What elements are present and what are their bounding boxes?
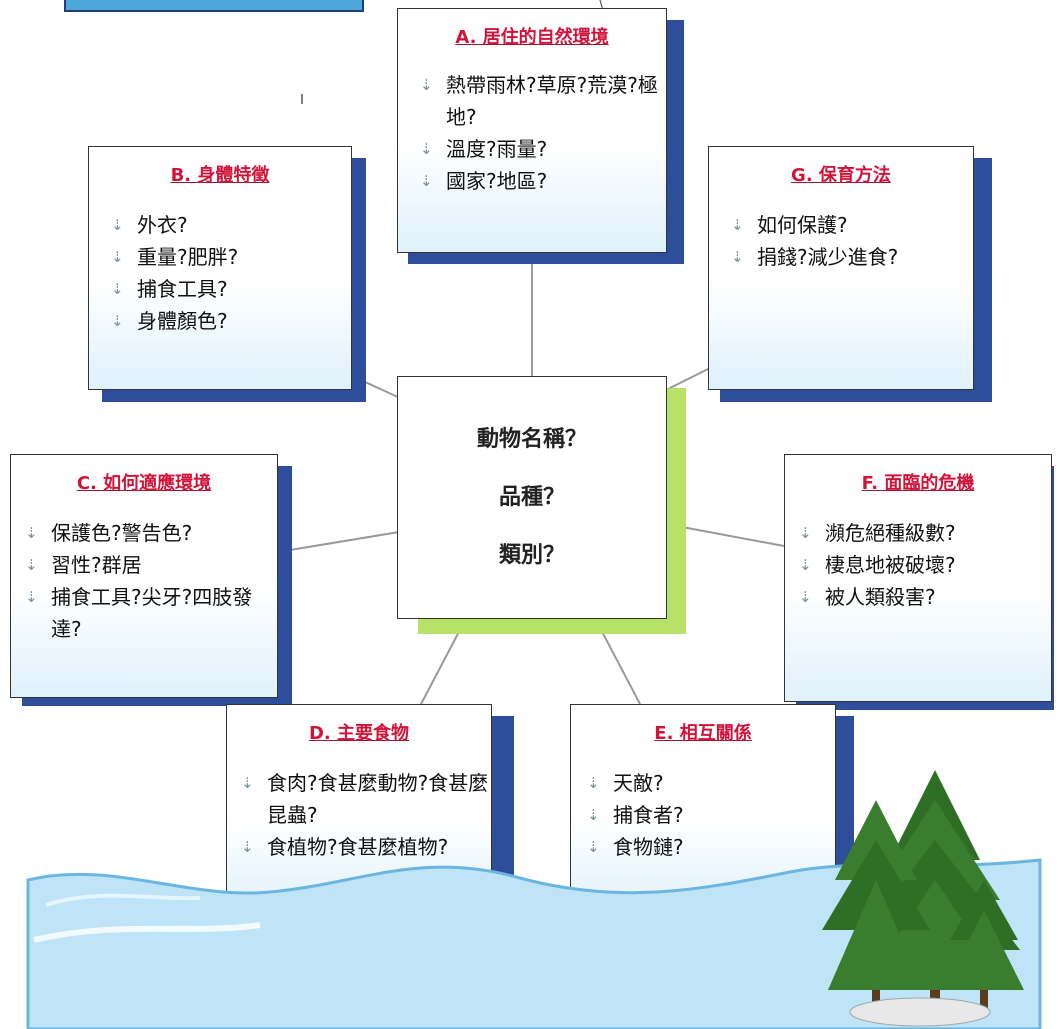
top-banner-fragment: [64, 0, 364, 12]
arrow-down-bullet-icon: ⇣: [241, 838, 254, 856]
arrow-down-bullet-icon: ⇣: [799, 556, 812, 574]
box-habitat: A. 居住的自然環境 ⇣熱帶雨林?草原?荒漠?極地? ⇣溫度?雨量? ⇣國家?地…: [397, 8, 667, 253]
connector-e: [597, 623, 641, 705]
arrow-down-bullet-icon: ⇣: [731, 248, 744, 266]
arrow-down-bullet-icon: ⇣: [111, 248, 124, 266]
arrow-down-bullet-icon: ⇣: [111, 280, 124, 298]
box-body-features-list: ⇣外衣? ⇣重量?肥胖? ⇣捕食工具? ⇣身體顏色?: [89, 209, 351, 337]
list-item: ⇣保護色?警告色?: [25, 517, 277, 549]
box-threats-list: ⇣瀕危絕種級數? ⇣棲息地被破壞? ⇣被人類殺害?: [785, 517, 1051, 613]
list-item: ⇣食肉?食甚麼動物?食甚麼昆蟲?: [241, 767, 491, 831]
box-food: D. 主要食物 ⇣食肉?食甚麼動物?食甚麼昆蟲? ⇣食植物?食甚麼植物?: [226, 704, 492, 914]
box-adaptation: C. 如何適應環境 ⇣保護色?警告色? ⇣習性?群居 ⇣捕食工具?尖牙?四肢發達…: [10, 454, 278, 698]
box-habitat-title: A. 居住的自然環境: [455, 27, 609, 48]
list-item: ⇣捕食工具?: [111, 273, 351, 305]
arrow-down-bullet-icon: ⇣: [25, 588, 38, 606]
list-item: ⇣習性?群居: [25, 549, 277, 581]
list-item: ⇣捕食工具?尖牙?四肢發達?: [25, 581, 277, 645]
arrow-down-bullet-icon: ⇣: [799, 524, 812, 542]
list-item: ⇣瀕危絕種級數?: [799, 517, 1051, 549]
list-item: ⇣溫度?雨量?: [420, 133, 666, 165]
list-item: ⇣食植物?食甚麼植物?: [241, 831, 491, 863]
box-conservation-list: ⇣如何保護? ⇣捐錢?減少進食?: [709, 209, 973, 273]
arrow-down-bullet-icon: ⇣: [25, 556, 38, 574]
list-item: ⇣捕食者?: [587, 799, 835, 831]
box-habitat-list: ⇣熱帶雨林?草原?荒漠?極地? ⇣溫度?雨量? ⇣國家?地區?: [398, 69, 666, 197]
arrow-down-bullet-icon: ⇣: [111, 312, 124, 330]
box-body-features: B. 身體特徵 ⇣外衣? ⇣重量?肥胖? ⇣捕食工具? ⇣身體顏色?: [88, 146, 352, 390]
box-food-list: ⇣食肉?食甚麼動物?食甚麼昆蟲? ⇣食植物?食甚麼植物?: [227, 767, 491, 863]
box-food-title: D. 主要食物: [308, 723, 410, 744]
center-line-class: 類別？: [498, 543, 565, 568]
arrow-down-bullet-icon: ⇣: [799, 588, 812, 606]
arrow-down-bullet-icon: ⇣: [587, 838, 600, 856]
list-item: ⇣身體顏色?: [111, 305, 351, 337]
arrow-down-bullet-icon: ⇣: [25, 524, 38, 542]
box-adaptation-title: C. 如何適應環境: [76, 473, 212, 494]
arrow-down-bullet-icon: ⇣: [420, 76, 433, 94]
list-item: ⇣外衣?: [111, 209, 351, 241]
box-threats: F. 面臨的危機 ⇣瀕危絕種級數? ⇣棲息地被破壞? ⇣被人類殺害?: [784, 454, 1052, 702]
list-item: ⇣重量?肥胖?: [111, 241, 351, 273]
box-relations-list: ⇣天敵? ⇣捕食者? ⇣食物鏈?: [571, 767, 835, 863]
center-line-name: 動物名稱？: [476, 427, 587, 452]
box-adaptation-list: ⇣保護色?警告色? ⇣習性?群居 ⇣捕食工具?尖牙?四肢發達?: [11, 517, 277, 645]
box-body-features-title: B. 身體特徵: [170, 165, 270, 186]
arrow-down-bullet-icon: ⇣: [731, 216, 744, 234]
center-node: 動物名稱？ 品種？ 類別？: [397, 376, 667, 619]
list-item: ⇣國家?地區?: [420, 165, 666, 197]
arrow-down-bullet-icon: ⇣: [111, 216, 124, 234]
list-item: ⇣天敵?: [587, 767, 835, 799]
connector-g: [665, 367, 711, 391]
list-item: ⇣被人類殺害?: [799, 581, 1051, 613]
arrow-down-bullet-icon: ⇣: [587, 806, 600, 824]
box-threats-title: F. 面臨的危機: [861, 473, 975, 494]
box-conservation-title: G. 保育方法: [791, 165, 891, 186]
list-item: ⇣棲息地被破壞?: [799, 549, 1051, 581]
connector-c: [277, 531, 400, 553]
arrow-down-bullet-icon: ⇣: [587, 774, 600, 792]
arrow-down-bullet-icon: ⇣: [241, 774, 254, 792]
box-relations-title: E. 相互關係: [654, 723, 752, 744]
list-item: ⇣食物鏈?: [587, 831, 835, 863]
list-item: ⇣捐錢?減少進食?: [731, 241, 973, 273]
box-conservation: G. 保育方法 ⇣如何保護? ⇣捐錢?減少進食?: [708, 146, 974, 390]
arrow-down-bullet-icon: ⇣: [420, 172, 433, 190]
arrow-down-bullet-icon: ⇣: [420, 140, 433, 158]
connector-d: [419, 625, 463, 707]
box-relations: E. 相互關係 ⇣天敵? ⇣捕食者? ⇣食物鏈?: [570, 704, 836, 914]
list-item: ⇣如何保護?: [731, 209, 973, 241]
center-line-breed: 品種？: [498, 485, 565, 510]
list-item: ⇣熱帶雨林?草原?荒漠?極地?: [420, 69, 666, 133]
